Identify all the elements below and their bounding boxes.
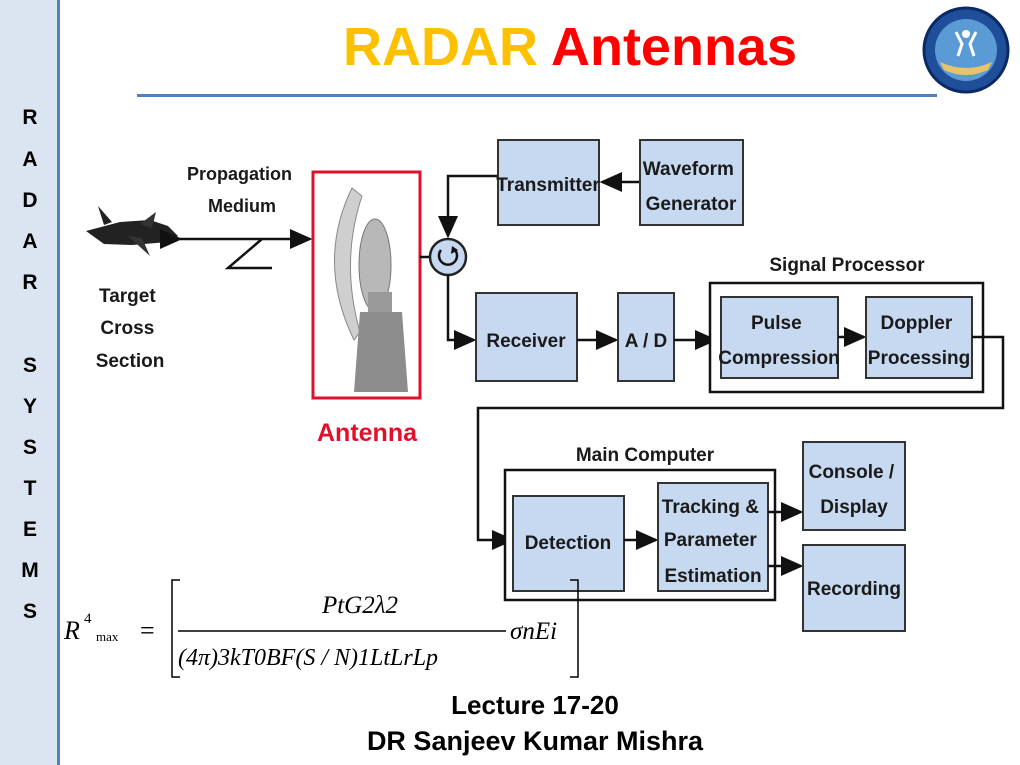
transmitter-box [497,139,600,226]
sidebar: R A D A R S Y S T E M S [0,0,60,765]
formula-lhs-exponent: 4 [84,611,92,627]
title-word-antennas: Antennas [550,17,798,77]
transmitter-label: Transmitter [496,175,600,196]
sidebar-letter: D [22,189,38,212]
recording-box [802,544,906,632]
tracking-label: Tracking & Parameter Estimation [662,497,764,587]
console-display-label: Console / Display [809,462,900,518]
doppler-processing-box [865,296,973,379]
sidebar-letter: A [22,148,38,171]
institute-logo-icon [922,6,1010,94]
sidebar-letter: T [23,477,37,500]
sidebar-letter: R [22,106,38,129]
formula-equals: = [140,616,155,645]
ad-box [617,292,675,382]
waveform-generator-label: Waveform Generator [643,159,739,215]
author-label: DR Sanjeev Kumar Mishra [366,726,704,756]
radar-range-equation: R 4 max = PtG2λ2 (4π)3kT0BF(S / N)1LtLrL… [63,579,579,678]
sidebar-letter: E [22,518,37,541]
formula-lhs-subscript: max [96,629,119,644]
lecture-label: Lecture 17-20 [451,690,619,720]
sidebar-letter: S [22,436,37,459]
formula-trailing-term: σnEi [510,618,557,645]
waveform-generator-box [639,139,744,226]
antenna-label: Antenna [317,419,418,447]
sidebar-letter: S [22,354,37,377]
circulator-to-receiver-arrow [446,275,477,350]
aircraft-icon [86,206,178,256]
sidebar-letter: R [22,271,38,294]
sidebar-letter: A [22,230,38,253]
title-underline [137,94,937,97]
sidebar-letter: M [21,559,39,582]
tracking-box [657,482,769,592]
receiver-label: Receiver [486,331,566,352]
receiver-box [475,292,578,382]
propagation-medium-label: Propagation Medium [187,164,297,216]
pulse-compression-box [720,296,839,379]
antenna-box [311,170,422,400]
title-word-radar: RADAR [342,17,538,77]
target-cross-section-label: Target Cross Section [96,286,165,372]
formula-lhs-r: R [63,616,80,645]
signal-processor-label: Signal Processor [769,255,925,276]
sidebar-letter: S [22,600,37,623]
ad-label: A / D [625,331,668,352]
detection-box [512,495,625,592]
formula-numerator: PtG2λ2 [321,592,398,619]
processor-to-detection-arrow [476,335,1005,550]
page-title: RADAR Antennas [280,16,860,78]
doppler-processing-label: Doppler Processing [868,313,970,369]
formula-right-bracket [570,579,579,678]
circulator-icon [428,237,468,277]
antenna-dish-icon [334,187,408,392]
propagation-zigzag [224,238,272,270]
sidebar-letter: Y [22,395,37,418]
formula-denominator: (4π)3kT0BF(S / N)1LtLrLp [178,645,438,671]
main-computer-label: Main Computer [576,445,715,466]
transmitter-to-circulator-arrow [438,174,498,239]
formula-left-bracket [171,579,180,678]
console-display-box [802,441,906,531]
pulse-compression-label: Pulse Compression [718,313,839,369]
detection-label: Detection [525,533,612,554]
recording-label: Recording [807,579,901,600]
